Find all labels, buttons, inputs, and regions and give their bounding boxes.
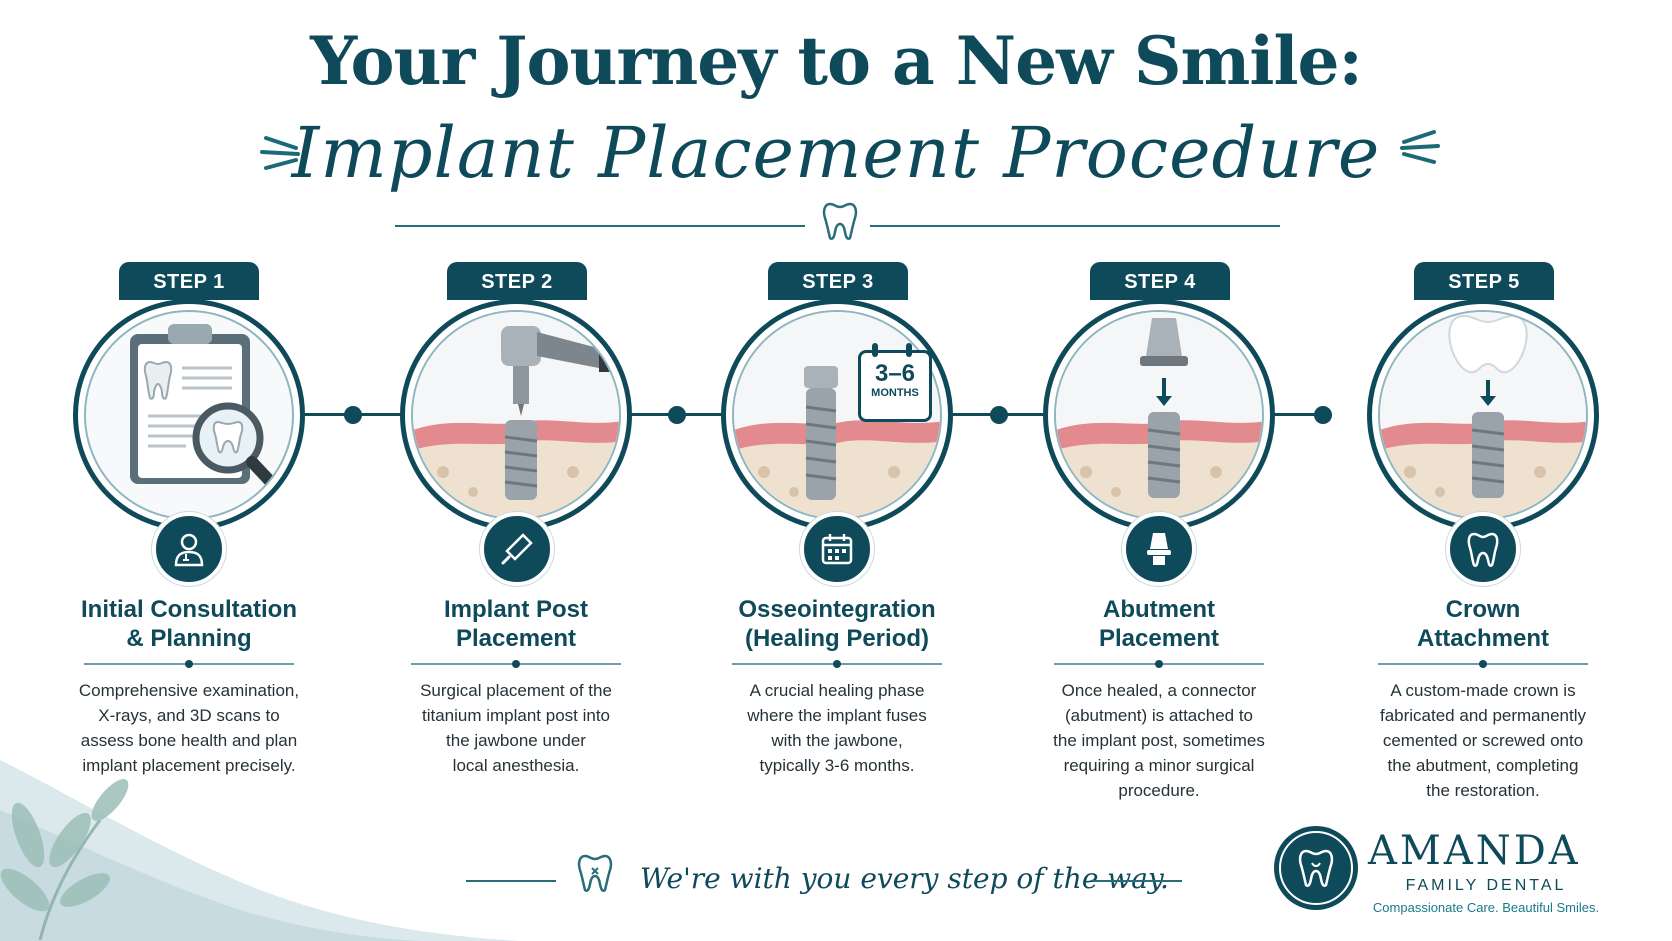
calendar-value: 3–6 — [874, 360, 916, 387]
abutment-icon — [1147, 533, 1171, 565]
brand-slogan: Compassionate Care. Beautiful Smiles. — [1372, 900, 1600, 915]
step-2-divider-dot — [512, 660, 520, 668]
calendar-ring-left — [872, 343, 878, 357]
step-5-divider-dot — [1479, 660, 1487, 668]
step-1-divider-dot — [185, 660, 193, 668]
brand-logo — [1274, 826, 1358, 910]
step-3-description: A crucial healing phase where the implan… — [747, 681, 927, 775]
step-1-description: Comprehensive examination, X-rays, and 3… — [78, 681, 300, 775]
timeline-dot-1 — [344, 406, 362, 424]
step-4-circle — [1043, 299, 1275, 531]
brand-tooth-icon — [1298, 849, 1334, 887]
step-2-description: Surgical placement of the titanium impla… — [420, 681, 612, 775]
tagline-tooth-icon — [577, 854, 613, 892]
crown-illustration — [1380, 312, 1586, 518]
drill-icon — [501, 533, 533, 565]
brand-logo-ring — [1279, 831, 1353, 905]
step-2-circle — [400, 299, 632, 531]
header-divider-right — [870, 225, 1280, 227]
page-subtitle: Implant Placement Procedure — [291, 112, 1381, 194]
brand-subtitle: FAMILY DENTAL — [1405, 877, 1567, 894]
step-3-title: Osseointegration (Healing Period) — [738, 596, 936, 652]
tagline-line-right — [1092, 880, 1182, 882]
step-3-icon-disc — [800, 512, 874, 586]
step-4-description: Once healed, a connector (abutment) is a… — [1053, 681, 1265, 800]
timeline-dot-4 — [1314, 406, 1332, 424]
step-5-badge: STEP 5 — [1414, 262, 1554, 300]
background-wave — [0, 760, 520, 941]
leaves-decoration — [0, 779, 129, 941]
calendar-icon — [821, 534, 853, 565]
step-2-badge: STEP 2 — [447, 262, 587, 300]
clipboard-illustration — [130, 324, 288, 500]
calendar-unit: MONTHS — [871, 387, 919, 399]
tagline-line-left — [466, 880, 556, 882]
tooth-icon — [1467, 532, 1499, 567]
timeline-dot-2 — [668, 406, 686, 424]
drill-illustration — [413, 312, 619, 518]
step-1-icon-disc — [152, 512, 226, 586]
calendar-ring-right — [906, 343, 912, 357]
step-3-badge: STEP 3 — [768, 262, 908, 300]
doctor-icon — [174, 533, 204, 567]
brand-name: AMANDA — [1368, 828, 1581, 874]
tagline: We're with you every step of the way. — [640, 862, 1169, 895]
step-1-circle — [73, 299, 305, 531]
header-divider-left — [395, 225, 805, 227]
step-1-title: Initial Consultation & Planning — [81, 596, 297, 652]
step-4-badge: STEP 4 — [1090, 262, 1230, 300]
step-1-badge: STEP 1 — [119, 262, 259, 300]
step-4-icon-disc — [1122, 512, 1196, 586]
page-title: Your Journey to a New Smile: — [310, 22, 1363, 100]
step-4-title: Abutment Placement — [1098, 596, 1220, 652]
step-3-divider-dot — [833, 660, 841, 668]
step-4-divider-dot — [1155, 660, 1163, 668]
abutment-illustration — [1056, 312, 1262, 518]
sparkle-left-icon — [260, 136, 300, 170]
calendar-badge: 3–6 MONTHS — [858, 350, 932, 422]
header-tooth-icon — [822, 202, 858, 240]
step-5-description: A custom-made crown is fabricated and pe… — [1379, 681, 1587, 800]
timeline-dot-3 — [990, 406, 1008, 424]
step-5-icon-disc — [1446, 512, 1520, 586]
step-2-icon-disc — [480, 512, 554, 586]
step-5-circle — [1367, 299, 1599, 531]
step-5-title: Crown Attachment — [1416, 596, 1549, 652]
step-2-title: Implant Post Placement — [443, 596, 588, 652]
sparkle-right-icon — [1400, 130, 1440, 164]
